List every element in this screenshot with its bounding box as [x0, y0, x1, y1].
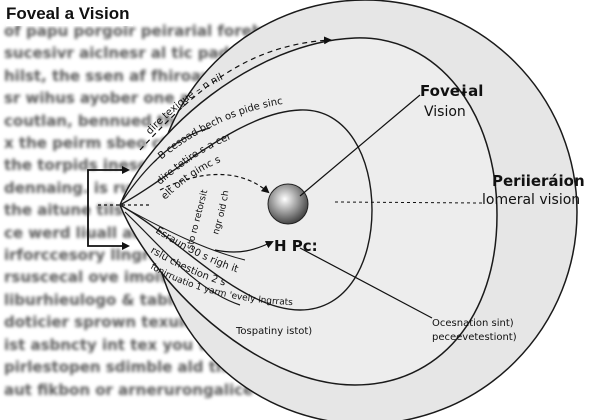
dashed-arrow-peripheral: [139, 36, 332, 151]
bottom-right-label-line1: Ocesnation sint): [432, 318, 514, 329]
foveal-vision-label-line1: Foveɨal: [420, 82, 483, 100]
hpc-label: H Pc:: [274, 237, 318, 255]
central-visual-field: [118, 109, 373, 311]
bottom-caption: Tospatiny istot): [235, 326, 312, 337]
diagram-title: Foveal a Vision: [6, 4, 134, 26]
fovea-circle: [267, 183, 309, 225]
dashed-arrow-fovea: [159, 173, 270, 194]
peripheral-sub-label: lomeral vision: [482, 192, 580, 208]
leader-peripheral: [334, 201, 483, 204]
inner-visual-field: [119, 37, 498, 386]
band-arc-lower: [124, 211, 241, 306]
arrow-hpc: [214, 240, 274, 253]
band-arc-upper: [122, 127, 211, 201]
foveal-vision-label-line2: Vision: [424, 104, 466, 120]
leader-foveal: [299, 94, 421, 197]
peripheral-title-label: Periieráion: [492, 172, 585, 190]
bottom-right-label-line2: peceevetestiont): [432, 332, 517, 343]
band-arc-lower-inner: [124, 207, 246, 261]
eye-bracket: [87, 169, 120, 247]
leader-bottom-right: [299, 247, 433, 319]
